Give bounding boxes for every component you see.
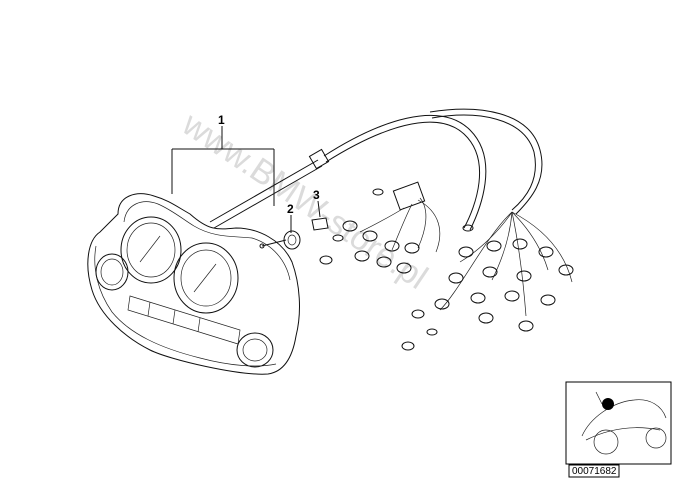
callout-3: 3 [313, 188, 320, 202]
small-right-gauge [236, 332, 274, 368]
callout-1: 1 [218, 113, 225, 127]
speedometer-cable [209, 108, 543, 231]
part-number: 00071682 [572, 466, 617, 477]
rear-wheel-icon [645, 427, 667, 449]
callout-bracket-1 [171, 126, 275, 206]
mounting-pin [259, 239, 287, 249]
left-gauge [120, 216, 182, 284]
watermark-text: www.BMW-store.pl [175, 105, 435, 297]
rubber-bushing [283, 230, 301, 250]
callout-leader-3 [317, 200, 321, 218]
callout-2: 2 [287, 202, 294, 216]
instrument-cluster [87, 193, 300, 375]
wiring-harness-left [319, 181, 441, 274]
vehicle-thumbnail: 00071682 [565, 381, 672, 478]
front-wheel-icon [593, 429, 619, 455]
clip [311, 217, 329, 231]
right-gauge [173, 242, 239, 314]
wiring-harness-right [401, 211, 574, 351]
small-left-gauge [95, 253, 129, 291]
highlight-marker-icon [602, 398, 614, 410]
